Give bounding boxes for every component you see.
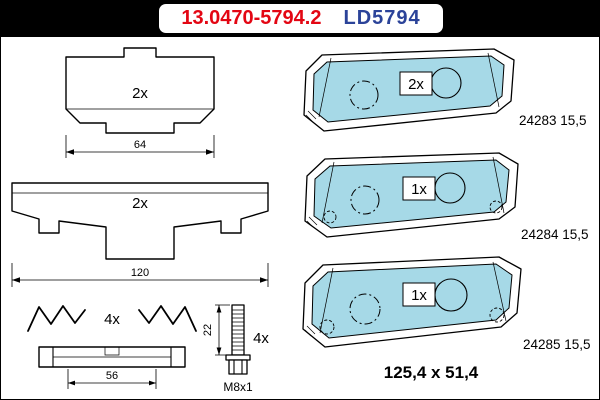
pad-drawing-24283: 2x — [303, 48, 515, 132]
bolt-hex-lines — [233, 360, 243, 374]
pad-drawing-24285: 1x — [302, 256, 522, 348]
dimension-label: 22 — [202, 324, 214, 336]
pad-reference-24283: 24283 15,5 — [519, 113, 587, 128]
pad-rear-view-drawing: 2x 120 — [11, 182, 269, 287]
title-bar: 13.0470-5794.2 LD5794 — [1, 1, 599, 37]
quantity-label: 2x — [132, 195, 148, 212]
part-number-plate: 13.0470-5794.2 LD5794 — [159, 4, 443, 33]
clip-left-profile — [27, 305, 86, 332]
quantity-label: 1x — [411, 181, 427, 198]
piston-contact-circle — [350, 185, 380, 215]
accessory-clips-drawing: 4x 56 — [27, 305, 197, 389]
quantity-label: 4x — [253, 330, 269, 347]
clip-front-view — [38, 346, 186, 368]
quantity-box — [399, 71, 433, 96]
bolt-head — [228, 359, 248, 375]
chamfer-lines — [319, 261, 507, 334]
pad-reference-24284: 24284 15,5 — [521, 227, 589, 242]
bolt-flange — [225, 354, 251, 361]
pin-hole-left — [323, 210, 337, 224]
pin-hole-left — [319, 319, 335, 335]
chamfer-lines — [321, 156, 505, 224]
quantity-box — [402, 282, 436, 307]
backplate-drawing: 2x 64 — [65, 47, 215, 158]
piston-contact-circle — [349, 293, 381, 325]
dimension-label: 56 — [106, 370, 118, 382]
clip-right-profile — [138, 305, 197, 332]
width-dimension-120: 120 — [11, 263, 269, 287]
pin-hole-right — [489, 307, 505, 323]
quantity-box — [402, 176, 436, 201]
quantity-label: 2x — [408, 76, 424, 93]
hatch-lines — [306, 216, 318, 228]
part-number: 13.0470-5794.2 — [181, 7, 322, 29]
overall-dimensions-label: 125,4 x 51,4 — [383, 363, 479, 382]
pin-hole-right — [489, 200, 503, 214]
piston-contact-circle — [349, 80, 379, 110]
quantity-label: 4x — [104, 311, 120, 328]
pad-reference-24285: 24285 15,5 — [523, 337, 591, 352]
bolt-thread-lines — [232, 309, 244, 351]
pad-rear-outline — [11, 182, 269, 260]
wva-code: LD5794 — [343, 7, 421, 29]
guide-bolt-drawing: 22 4x M8x1 — [202, 304, 269, 394]
dimension-label: 120 — [131, 267, 149, 279]
pad-drawing-24284: 1x — [304, 152, 519, 238]
chamfer-lines — [318, 52, 500, 118]
quantity-label: 1x — [411, 287, 427, 304]
clip-detail-lines — [53, 347, 171, 358]
width-dimension-56: 56 — [67, 369, 157, 389]
length-dimension-22: 22 — [202, 304, 230, 356]
hatch-lines — [304, 325, 316, 337]
hatch-lines — [305, 110, 317, 122]
quantity-label: 2x — [132, 85, 148, 102]
width-dimension-64: 64 — [65, 135, 215, 158]
backplate-outline — [65, 47, 215, 134]
dimension-label: 64 — [134, 139, 146, 151]
thread-size-label: M8x1 — [223, 380, 253, 394]
